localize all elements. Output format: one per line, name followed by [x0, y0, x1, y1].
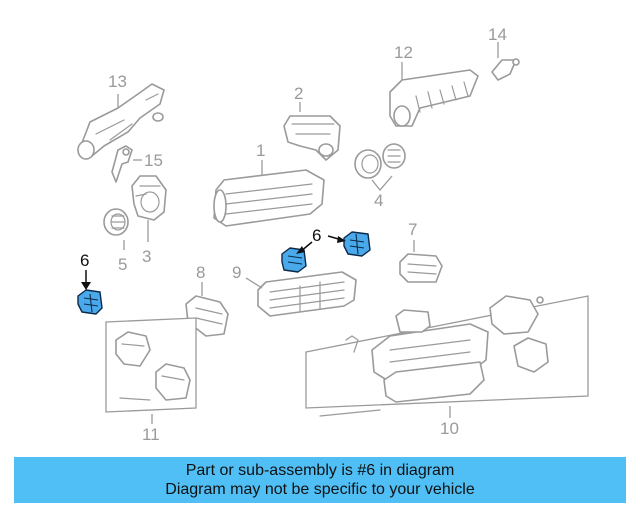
part-4-round-vents [354, 143, 406, 179]
callout-7: 7 [408, 220, 417, 239]
banner-line-2: Diagram may not be specific to your vehi… [165, 481, 475, 498]
part-12-duct [389, 69, 479, 127]
callout-3: 3 [142, 247, 151, 266]
callout-12: 12 [394, 43, 413, 62]
part-3-housing [131, 175, 167, 221]
part-11-panel [105, 317, 197, 413]
part-7-side-register [399, 253, 443, 283]
part-13-duct [77, 83, 165, 160]
callout-2: 2 [294, 84, 303, 103]
callout-11: 11 [142, 425, 160, 444]
part-6-vent-left [77, 289, 103, 315]
callout-5: 5 [118, 255, 127, 274]
part-5-round-vent [103, 208, 129, 236]
part-6-vent-right [343, 231, 371, 257]
callout-15: 15 [144, 151, 163, 170]
info-banner: Part or sub-assembly is #6 in diagram Di… [14, 457, 626, 503]
part-1-center-register [213, 169, 325, 227]
callout-10: 10 [440, 419, 459, 438]
callout-1: 1 [256, 141, 265, 160]
callout-8: 8 [196, 263, 205, 282]
part-15-bracket [111, 145, 133, 183]
callout-9: 9 [232, 263, 241, 282]
part-9-center-register [257, 271, 357, 317]
callout-6-left: 6 [80, 251, 89, 270]
callout-13: 13 [108, 72, 127, 91]
parts-diagram: 13 15 3 5 2 1 4 [77, 25, 589, 444]
callout-4: 4 [374, 191, 383, 210]
part-14-clip [491, 58, 520, 81]
part-10-panel [305, 295, 589, 417]
callout-14: 14 [488, 25, 507, 44]
banner-line-1: Part or sub-assembly is #6 in diagram [185, 462, 455, 479]
part-2-nozzle [283, 115, 341, 161]
part-6-vent-center [281, 247, 307, 273]
callout-6-center: 6 [312, 226, 321, 245]
